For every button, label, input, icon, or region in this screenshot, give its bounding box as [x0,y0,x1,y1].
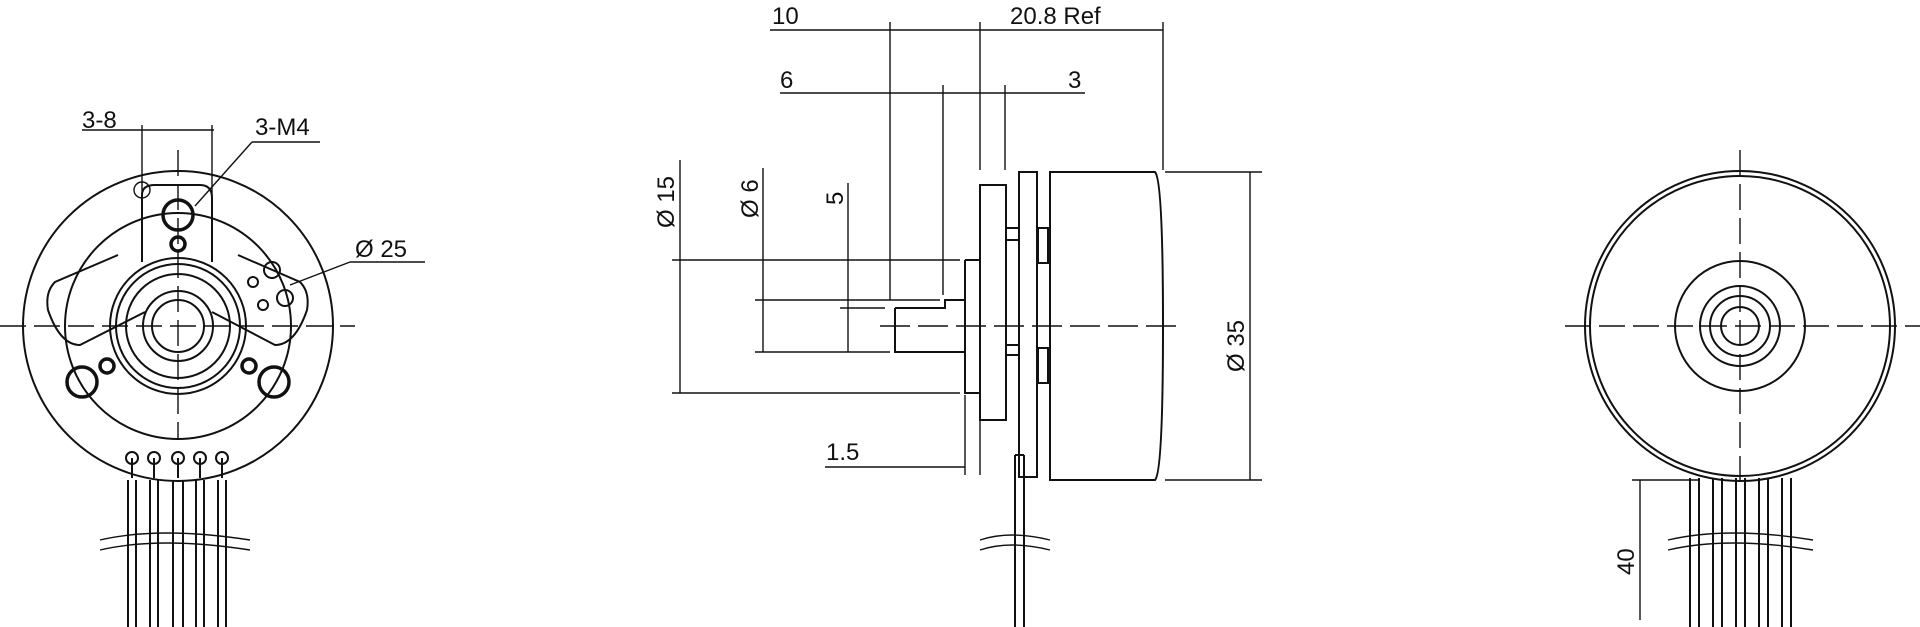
dim-body-dia-label: Ø 35 [1223,320,1250,372]
dim-body-length-label: 20.8 Ref [1010,3,1101,30]
side-view: 10 20.8 Ref 6 3 Ø 15 Ø 6 5 Ø 35 1.5 [653,3,1262,627]
lead-pins [99,451,251,627]
dim-pitch-label: 3-8 [82,107,117,134]
dim-shaft-length-label: 10 [772,3,799,30]
dim-plate-thickness-label: 1.5 [826,439,859,466]
front-view: 3-8 3-M4 Ø 25 [0,107,425,627]
dim-flange-dia-label: Ø 15 [653,176,680,228]
dim-diameter-label: Ø 25 [355,236,407,263]
dim-lead-length-label: 40 [1613,548,1640,575]
dim-shaft-dia-label: Ø 6 [737,179,764,218]
dim-plate-label: 3 [1068,67,1081,94]
rear-view: 40 [1565,150,1920,627]
dim-thread-label: 3-M4 [255,114,310,141]
dim-step-label: 6 [780,67,793,94]
dim-flat-label: 5 [822,192,849,205]
